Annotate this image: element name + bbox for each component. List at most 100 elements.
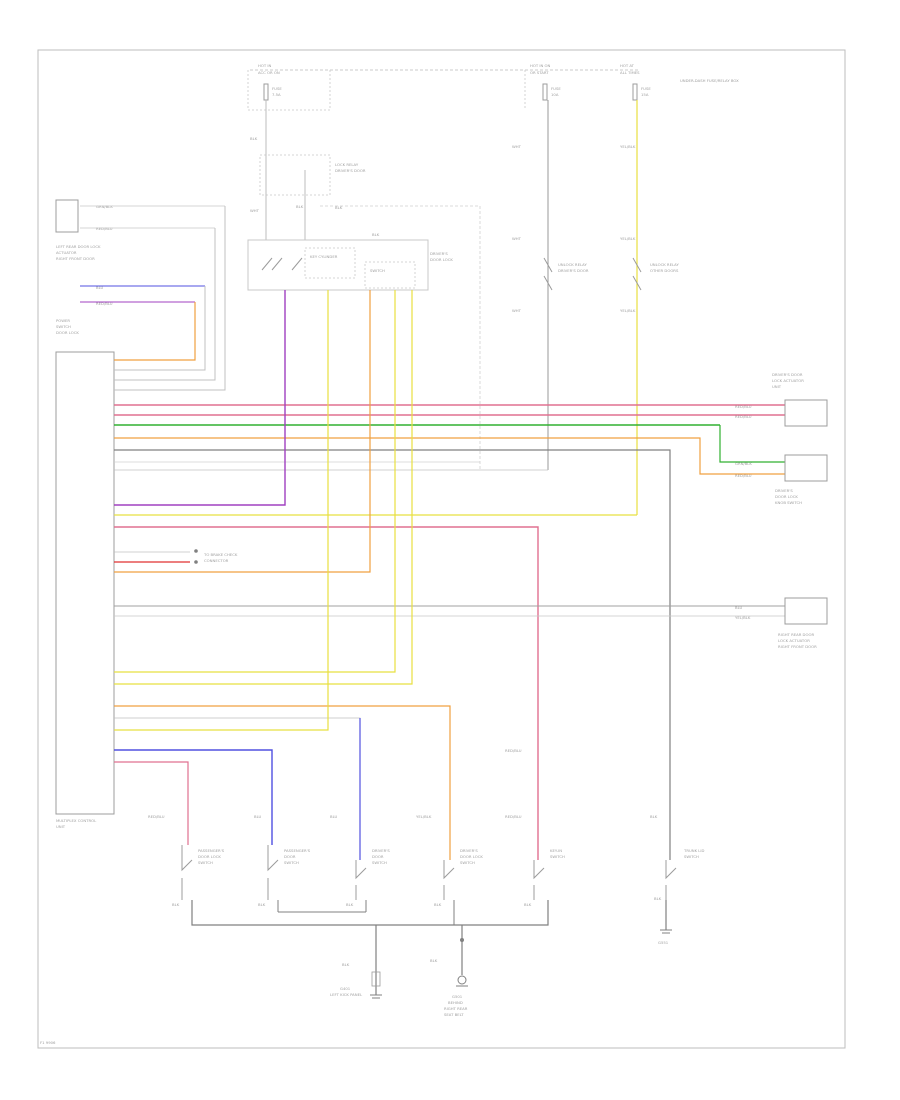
key-switch-inner <box>304 247 356 279</box>
right-bot-sub: LOCK ACTUATOR <box>778 638 810 643</box>
right-top-label: DRIVER'S DOOR <box>772 372 803 377</box>
wire-label-yel-3: YEL/BLK <box>620 308 636 313</box>
gnd-wire-3: BLK <box>346 902 354 907</box>
wire-label-wht-4: WHT <box>512 308 522 313</box>
door-pin-4: RED/BLU <box>96 301 113 306</box>
left-relay-group: BLK LOCK RELAY DRIVER'S DOOR WHT BLK BLK… <box>247 100 481 470</box>
footer-code: F1 9906 <box>40 1040 56 1045</box>
jumper-sub: CONNECTOR <box>204 558 229 563</box>
right-mid-sub: DOOR LOCK <box>775 494 798 499</box>
ground-mid-label: G501 <box>452 994 463 999</box>
gnd-wire-4: BLK <box>434 902 442 907</box>
ground-right-label: G551 <box>658 940 669 945</box>
wire-label-blk-3: BLK <box>335 205 343 210</box>
key-switch-label2: DOOR LOCK <box>430 257 453 262</box>
sw1-label-b: DOOR LOCK <box>198 854 221 859</box>
left-door-actuator <box>55 199 79 233</box>
bottom-switches: RED/BLU BLU BLU YEL/BLK RED/BLU RED/BLU … <box>148 748 705 1017</box>
multiplex-control-unit <box>55 351 115 815</box>
right-mid-label: DRIVER'S <box>775 488 793 493</box>
power-sw-b: SWITCH <box>56 324 71 329</box>
drivers-door-actuator <box>784 399 828 427</box>
sw4-label: DRIVER'S <box>460 848 478 853</box>
main-module-label: MULTIPLEX CONTROL <box>56 818 97 823</box>
rb-pin-1: BLU <box>735 605 743 610</box>
power-bus: HOT IN ACC OR ON HOT IN ON OR START HOT … <box>247 63 739 111</box>
right-relay-group: WHT WHT WHT UNLOCK RELAY DRIVER'S DOOR Y… <box>512 100 679 515</box>
unlock-relay-other-sub: OTHER DOORS <box>650 268 679 273</box>
diagram-border <box>37 49 846 1049</box>
fuse-left-num: 7.5A <box>272 92 281 97</box>
key-switch-inner2 <box>364 261 416 289</box>
fuse-right-num: 15A <box>641 92 649 97</box>
unlock-relay-sub: DRIVER'S DOOR <box>558 268 589 273</box>
key-switch-label: DRIVER'S <box>430 251 448 256</box>
sw6-wire: BLK <box>650 814 658 819</box>
gnd-wire-1: BLK <box>172 902 180 907</box>
ground-mid-sub: BEHIND <box>448 1000 463 1005</box>
ground-left-label: G401 <box>340 986 351 991</box>
left-components: GRN/BLK RED/BLU LEFT REAR DOOR LOCK ACTU… <box>55 199 225 829</box>
door-sw-label3: RIGHT FRONT DOOR <box>56 256 95 261</box>
sw4-label-b: DOOR LOCK <box>460 854 483 859</box>
hot-mid-label: HOT IN ON <box>530 63 551 68</box>
sw3-label: DRIVER'S <box>372 848 390 853</box>
unlock-relay-label: UNLOCK RELAY <box>558 262 587 267</box>
ground-right-icon <box>660 929 672 934</box>
harness-wires: TO BRAKE CHECK CONNECTOR <box>114 206 785 860</box>
hot-right-sub: ALL TIMES <box>620 70 640 75</box>
fuse-mid <box>542 83 548 101</box>
sw2-label: PASSENGER'S <box>284 848 311 853</box>
power-sw-c: DOOR LOCK <box>56 330 79 335</box>
sw6-label: TRUNK LID <box>683 848 705 853</box>
hot-left-label: HOT IN <box>258 63 271 68</box>
hot-mid-sub: OR START <box>530 70 549 75</box>
fuse-right-label: FUSE <box>641 86 651 91</box>
fuse-mid-label: FUSE <box>551 86 561 91</box>
fuse-left <box>263 83 269 101</box>
sw1-label-c: SWITCH <box>198 860 213 865</box>
sw4-label-c: SWITCH <box>460 860 475 865</box>
door-sw-label: LEFT REAR DOOR LOCK <box>56 244 101 249</box>
door-pin-2: RED/BLU <box>96 226 113 231</box>
wire-label-blk-1: BLK <box>250 136 258 141</box>
right-top-sub2: UNIT <box>772 384 782 389</box>
door-sw-label2: ACTUATOR <box>56 250 77 255</box>
hot-left-sub: ACC OR ON <box>258 70 280 75</box>
hot-right-label: HOT AT <box>620 63 635 68</box>
sw3-label-b: DOOR <box>372 854 384 859</box>
fuse-mid-num: 10A <box>551 92 559 97</box>
sw2-wire: BLU <box>254 814 262 819</box>
power-sw-a: POWER <box>56 318 70 323</box>
sw2-label-c: SWITCH <box>284 860 299 865</box>
ground-mid-sub2: RIGHT REAR <box>444 1006 468 1011</box>
right-bot-label: RIGHT REAR DOOR <box>778 632 814 637</box>
ground-left-icon <box>370 971 382 999</box>
gnd-wire-2: BLK <box>258 902 266 907</box>
door-lock-knob-switch <box>784 454 828 482</box>
fuse-box-outline <box>247 70 331 111</box>
key-switch-label4: SWITCH <box>370 268 385 273</box>
sw5-wire: RED/BLU <box>505 814 522 819</box>
wire-label-blk-2: BLK <box>296 204 304 209</box>
main-module-sub: UNIT <box>56 824 66 829</box>
sw1-label: PASSENGER'S <box>198 848 225 853</box>
rb-pin-2: YEL/BLK <box>735 615 751 620</box>
sw3-label-c: SWITCH <box>372 860 387 865</box>
lock-relay-label: LOCK RELAY <box>335 162 359 167</box>
ground-left-sub: LEFT KICK PANEL <box>330 992 363 997</box>
wire-label-yel-1: YEL/BLK <box>620 144 636 149</box>
ground-mid-wire: BLK <box>430 958 438 963</box>
sw6-label-b: SWITCH <box>684 854 699 859</box>
door-pin-3: BLU <box>96 285 104 290</box>
sw5-wire-up: RED/BLU <box>505 748 522 753</box>
key-cylinder-switch <box>247 239 429 291</box>
lock-relay-sub: DRIVER'S DOOR <box>335 168 366 173</box>
rt-pin-2: RED/BLU <box>735 414 752 419</box>
jumper-label: TO BRAKE CHECK <box>203 552 238 557</box>
door-pin-1: GRN/BLK <box>96 204 113 209</box>
sw5-label-b: SWITCH <box>550 854 565 859</box>
fuse-right <box>632 83 638 101</box>
sw4-wire: YEL/BLK <box>416 814 432 819</box>
